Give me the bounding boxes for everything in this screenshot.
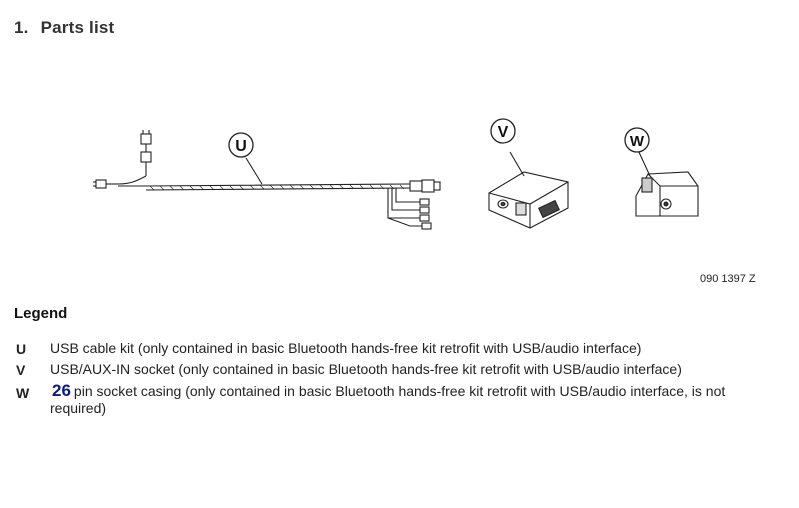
legend-item-v: V USB/AUX-IN socket (only contained in b… — [14, 361, 784, 378]
figure-reference: 090 1397 Z — [700, 273, 756, 285]
svg-text:W: W — [630, 133, 645, 150]
pin-count-highlight: 26 — [44, 381, 77, 400]
legend-item-u: U USB cable kit (only contained in basic… — [14, 340, 784, 357]
legend-text: USB/AUX-IN socket (only contained in bas… — [50, 361, 682, 377]
legend-text: USB cable kit (only contained in basic B… — [50, 340, 642, 356]
section-title: Parts list — [40, 18, 115, 37]
usb-cable-kit-drawing — [93, 130, 441, 230]
svg-text:U: U — [235, 138, 247, 155]
legend-letter: U — [16, 341, 27, 357]
legend-list: U USB cable kit (only contained in basic… — [14, 340, 784, 421]
legend-letter: V — [16, 362, 26, 378]
callout-v: V — [490, 118, 516, 144]
section-heading: 1. Parts list — [14, 18, 114, 38]
parts-illustration: U V W — [93, 118, 699, 230]
callout-w: W — [624, 127, 650, 153]
svg-text:V: V — [498, 124, 509, 141]
legend-text: pin socket casing (only contained in bas… — [50, 383, 726, 416]
usb-aux-in-socket-drawing — [488, 151, 569, 229]
legend-letter: W — [16, 385, 30, 401]
legend-title: Legend — [14, 305, 68, 322]
callout-u: U — [228, 132, 254, 158]
pin-socket-casing-drawing — [635, 149, 699, 217]
section-number: 1. — [14, 18, 29, 37]
